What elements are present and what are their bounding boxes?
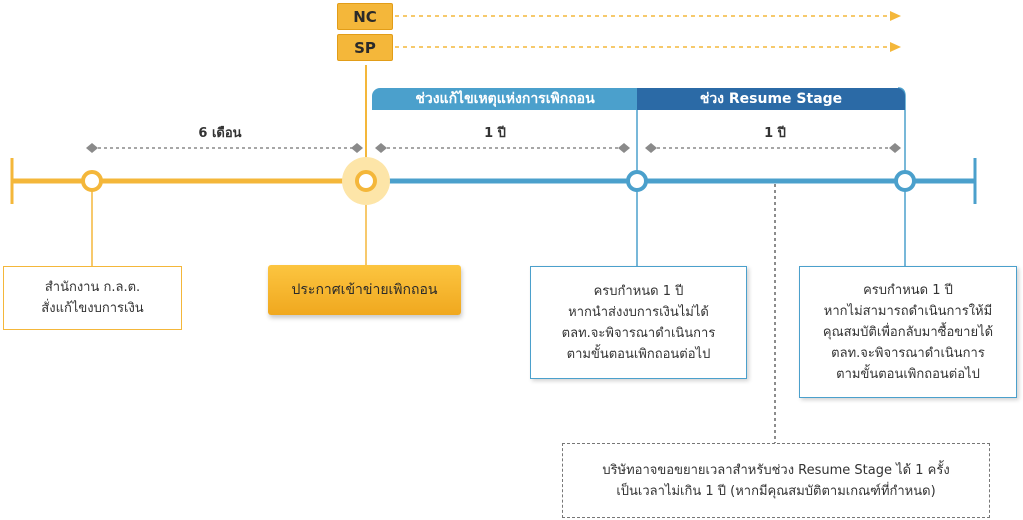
deadline-2-line-5: ตามขั้นตอนเพิกถอนต่อไป: [836, 366, 980, 382]
deadline-1-line-4: ตามขั้นตอนเพิกถอนต่อไป: [566, 346, 711, 362]
duration-6-months: 6 เดือน: [198, 126, 242, 141]
duration-1-year-fix: 1 ปี: [484, 126, 506, 141]
deadline-1-line-2: หากนำส่งงบการเงินไม่ได้: [568, 304, 709, 320]
nc-arrow-head: [890, 11, 901, 21]
phase-fix: ช่วงแก้ไขเหตุแห่งการเพิกถอน: [372, 88, 638, 110]
office-order-box: สำนักงาน ก.ล.ต. สั่งแก้ไขงบการเงิน: [3, 266, 182, 330]
announce-box: ประกาศเข้าข่ายเพิกถอน: [268, 265, 461, 315]
deadline-2-box: ครบกำหนด 1 ปี หากไม่สามารถดำเนินการให้มี…: [799, 266, 1017, 398]
sp-tag: SP: [337, 34, 393, 61]
nc-tag: NC: [337, 3, 393, 30]
deadline-2-line-3: คุณสมบัติเพื่อกลับมาซื้อขายได้: [822, 324, 994, 340]
office-order-line-2: สั่งแก้ไขงบการเงิน: [41, 301, 144, 316]
extension-line-2: เป็นเวลาไม่เกิน 1 ปี (หากมีคุณสมบัติตามเ…: [616, 483, 936, 499]
extension-note-box: บริษัทอาจขอขยายเวลาสำหรับช่วง Resume Sta…: [562, 443, 990, 518]
duration-1-year-resume: 1 ปี: [764, 126, 786, 141]
point-office: [81, 170, 103, 192]
point-deadline-2: [894, 170, 916, 192]
deadline-1-line-1: ครบกำหนด 1 ปี: [593, 283, 684, 299]
point-deadline-1: [626, 170, 648, 192]
office-order-line-1: สำนักงาน ก.ล.ต.: [44, 280, 141, 295]
deadline-2-line-1: ครบกำหนด 1 ปี: [863, 282, 953, 298]
deadline-2-line-4: ตลท.จะพิจารณาดำเนินการ: [831, 345, 985, 361]
sp-arrow-head: [890, 42, 901, 52]
phase-resume: ช่วง Resume Stage: [637, 88, 905, 110]
extension-line-1: บริษัทอาจขอขยายเวลาสำหรับช่วง Resume Sta…: [602, 462, 950, 478]
point-announce: [355, 170, 377, 192]
deadline-1-line-3: ตลท.จะพิจารณาดำเนินการ: [561, 325, 716, 341]
deadline-2-line-2: หากไม่สามารถดำเนินการให้มี: [823, 303, 993, 319]
deadline-1-box: ครบกำหนด 1 ปี หากนำส่งงบการเงินไม่ได้ ตล…: [530, 266, 747, 379]
